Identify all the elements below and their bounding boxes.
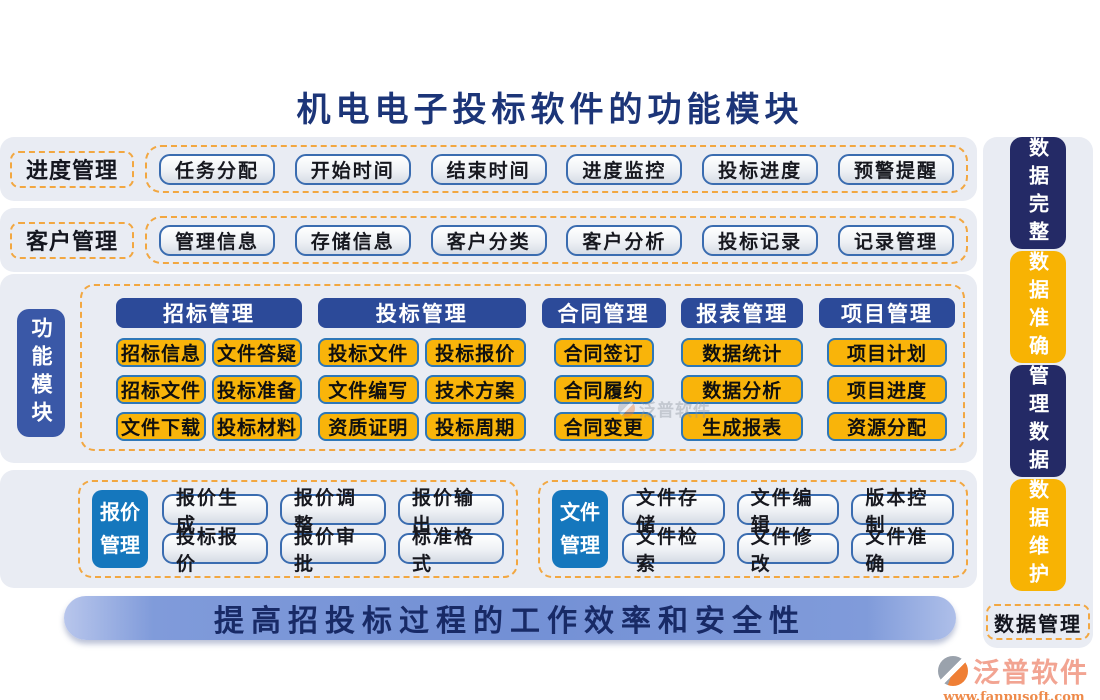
column-header: 投标管理	[317, 298, 526, 328]
function-modules-section: 功能模块 招标管理 招标信息 文件答疑 招标文件 投标准备 文件下载 投标材料 …	[0, 274, 977, 463]
module-button: 投标周期	[424, 412, 526, 441]
rail-item-data-integrity: 数据完整	[1010, 137, 1066, 249]
module-button: 文件下载	[116, 412, 206, 441]
module-pill: 投标报价	[162, 526, 268, 575]
module-button: 资质证明	[317, 412, 419, 441]
rail-item-data-accuracy: 数据准确	[1010, 251, 1066, 363]
module-pill: 文件修改	[736, 526, 840, 575]
module-button: 数据分析	[681, 375, 804, 404]
module-pill: 文件准确	[851, 526, 954, 575]
module-button: 合同履约	[553, 375, 654, 404]
watermark-text: 泛普软件	[639, 401, 711, 421]
quotation-management-group: 报价管理 报价生成 报价调整 报价输出 投标报价 报价审批 标准格式	[78, 480, 518, 578]
customer-items-group: 管理信息 存储信息 客户分类 客户分析 投标记录 记录管理	[145, 216, 968, 264]
module-button: 文件编写	[317, 375, 419, 404]
module-pill: 结束时间	[430, 153, 547, 185]
column-header: 合同管理	[541, 298, 666, 328]
module-pill: 报价调整	[280, 487, 386, 536]
module-button: 生成报表	[681, 412, 804, 441]
fanpu-logo: 泛普软件 www.fanpusoft.com	[938, 651, 1090, 700]
progress-items-group: 任务分配 开始时间 结束时间 进度监控 投标进度 预警提醒	[145, 145, 968, 193]
column-report: 报表管理 数据统计 数据分析 生成报表	[681, 298, 804, 441]
row-label-customer: 客户管理	[10, 221, 134, 259]
module-pill: 预警提醒	[837, 153, 954, 185]
module-button: 项目进度	[827, 375, 947, 404]
module-pill: 客户分类	[430, 224, 547, 256]
group-label-file: 文件管理	[552, 490, 608, 568]
module-pill: 存储信息	[294, 224, 411, 256]
rail-item-data-maintenance: 数据维护	[1010, 479, 1066, 591]
bottom-section: 报价管理 报价生成 报价调整 报价输出 投标报价 报价审批 标准格式 文件管理 …	[0, 470, 977, 588]
module-pill: 报价输出	[398, 487, 504, 536]
module-button: 投标准备	[212, 375, 302, 404]
module-button: 项目计划	[827, 338, 947, 367]
column-header: 项目管理	[819, 298, 955, 328]
module-button: 文件答疑	[212, 338, 302, 367]
module-pill: 进度监控	[566, 153, 683, 185]
column-project: 项目管理 项目计划 项目进度 资源分配	[819, 298, 955, 441]
fanpu-logo-icon	[618, 400, 635, 417]
progress-management-row: 进度管理 任务分配 开始时间 结束时间 进度监控 投标进度 预警提醒	[0, 137, 977, 201]
module-button: 投标报价	[424, 338, 526, 367]
rail-footer-data-management: 数据管理	[986, 604, 1090, 640]
module-pill: 报价生成	[162, 487, 268, 536]
module-pill: 文件检索	[622, 526, 725, 575]
file-management-group: 文件管理 文件存储 文件编辑 版本控制 文件检索 文件修改 文件准确	[538, 480, 968, 578]
module-button: 投标材料	[212, 412, 302, 441]
module-button: 合同变更	[553, 412, 654, 441]
module-pill: 文件编辑	[736, 487, 840, 536]
module-button: 资源分配	[827, 412, 947, 441]
column-contract: 合同管理 合同签订 合同履约 合同变更	[541, 298, 666, 441]
function-modules-group: 招标管理 招标信息 文件答疑 招标文件 投标准备 文件下载 投标材料 投标管理 …	[80, 284, 965, 451]
function-modules-label: 功能模块	[17, 309, 65, 437]
module-pill: 开始时间	[294, 153, 411, 185]
column-header: 招标管理	[116, 298, 302, 328]
group-label-quotation: 报价管理	[92, 490, 148, 568]
logo-url: www.fanpusoft.com	[943, 690, 1085, 700]
module-pill: 报价审批	[280, 526, 386, 575]
module-button: 招标文件	[116, 375, 206, 404]
page-title: 机电电子投标软件的功能模块	[296, 90, 804, 130]
module-pill: 记录管理	[837, 224, 954, 256]
module-pill: 投标记录	[702, 224, 819, 256]
module-button: 技术方案	[424, 375, 526, 404]
bottom-banner: 提高招投标过程的工作效率和安全性	[64, 596, 956, 640]
column-bidding: 投标管理 投标文件 投标报价 文件编写 技术方案 资质证明 投标周期	[317, 298, 526, 441]
data-rail: 数据完整 数据准确 管理数据 数据维护 数据管理	[983, 137, 1093, 648]
module-button: 招标信息	[116, 338, 206, 367]
module-pill: 投标进度	[702, 153, 819, 185]
column-bid-invitation: 招标管理 招标信息 文件答疑 招标文件 投标准备 文件下载 投标材料	[116, 298, 302, 441]
module-button: 合同签订	[553, 338, 654, 367]
module-pill: 版本控制	[851, 487, 954, 536]
module-pill: 标准格式	[398, 526, 504, 575]
row-label-progress: 进度管理	[10, 150, 134, 188]
module-pill: 任务分配	[159, 153, 275, 185]
module-pill: 文件存储	[622, 487, 725, 536]
watermark: 泛普软件	[618, 396, 711, 421]
customer-management-row: 客户管理 管理信息 存储信息 客户分类 客户分析 投标记录 记录管理	[0, 208, 977, 272]
rail-item-manage-data: 管理数据	[1010, 365, 1066, 477]
module-pill: 客户分析	[566, 224, 683, 256]
logo-name: 泛普软件	[973, 658, 1089, 689]
column-header: 报表管理	[681, 298, 804, 328]
module-button: 投标文件	[317, 338, 419, 367]
module-button: 数据统计	[681, 338, 804, 367]
module-pill: 管理信息	[159, 224, 275, 256]
fanpu-logo-icon	[938, 655, 968, 686]
